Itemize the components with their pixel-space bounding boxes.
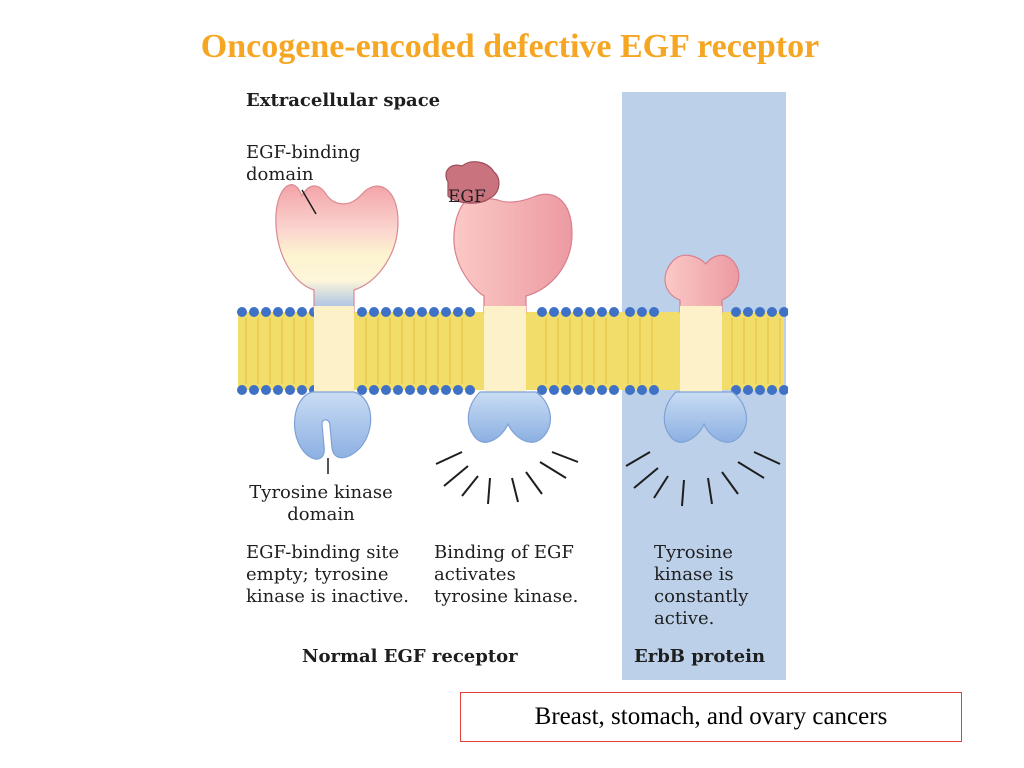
egf-receptor-figure: Extracellular space EGF-binding domain E… <box>236 86 788 680</box>
erbb-caption: Tyrosine kinase is constantly active. <box>654 542 749 629</box>
slide-title: Oncogene-encoded defective EGF receptor <box>200 28 820 65</box>
egf-ligand <box>445 161 500 204</box>
erbb-protein-label: ErbB protein <box>634 646 766 667</box>
normal-egf-receptor-label: Normal EGF receptor <box>302 646 518 667</box>
inactive-caption: EGF-binding site empty; tyrosine kinase … <box>246 542 410 607</box>
receptor-diagram <box>237 161 788 507</box>
egf-binding-domain-label: EGF-binding domain <box>246 142 361 185</box>
active-receptor <box>435 161 579 505</box>
extracellular-space-label: Extracellular space <box>246 90 441 111</box>
cancer-types-box: Breast, stomach, and ovary cancers <box>460 692 962 742</box>
erbb-receptor <box>625 254 781 507</box>
egf-label: EGF <box>448 187 486 207</box>
inactive-receptor <box>275 184 399 474</box>
activity-burst-lines-2 <box>625 451 781 507</box>
activity-burst-lines-1 <box>435 451 579 505</box>
tyrosine-kinase-domain-label: Tyrosine kinase domain <box>249 482 393 525</box>
active-caption: Binding of EGF activates tyrosine kinase… <box>434 542 579 607</box>
